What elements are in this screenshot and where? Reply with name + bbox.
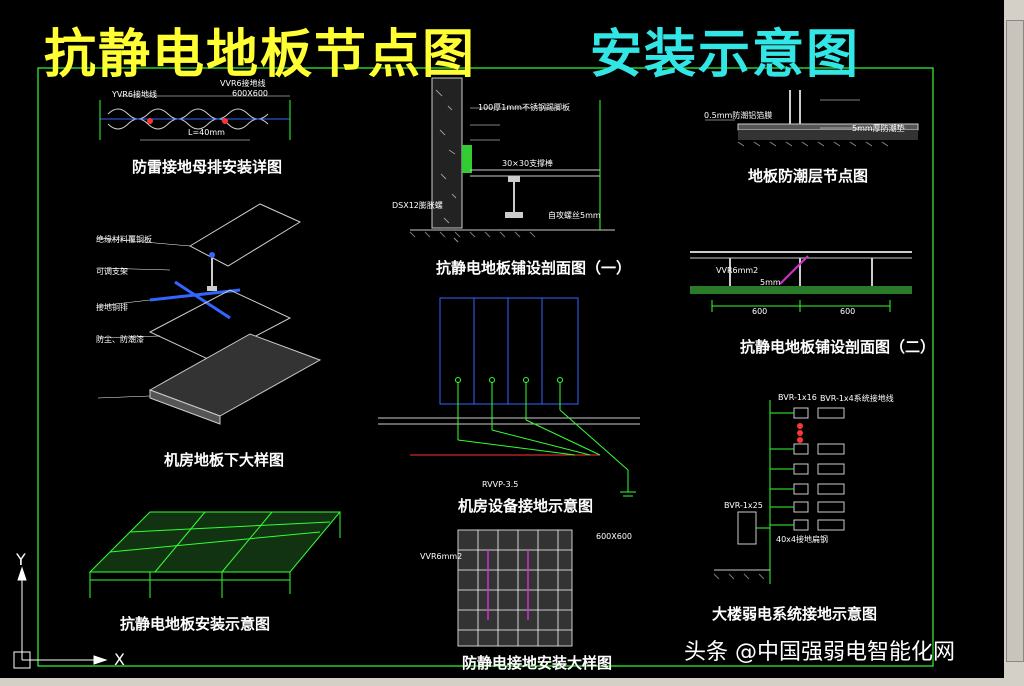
- vertical-scrollbar[interactable]: [1004, 0, 1024, 686]
- label-vvr: VVR6接地线: [220, 79, 266, 88]
- caption-section1: 抗静电地板铺设剖面图（一）: [436, 259, 632, 277]
- axis-x-label: X: [114, 650, 125, 669]
- caption-building-ground: 大楼弱电系统接地示意图: [712, 605, 878, 623]
- label-len: L=40mm: [188, 128, 225, 137]
- section-two-detail: [690, 251, 912, 312]
- label-spec600: 600X600: [232, 89, 269, 98]
- caption-antistatic-ground: 防静电接地安装大样图: [462, 654, 613, 672]
- axis-y-label: Y: [16, 550, 26, 569]
- label-dim600b: 600: [840, 307, 856, 316]
- caption-floor-install: 抗静电地板安装示意图: [120, 615, 271, 633]
- label-dim600a: 600: [752, 307, 768, 316]
- label-dim100: 100厚1mm不锈钢踢脚板: [478, 103, 570, 112]
- label-rvvp: RVVP-3.5: [482, 480, 519, 489]
- under-floor-detail: [97, 203, 322, 425]
- label-spec600b: 600X600: [596, 532, 633, 541]
- section-one-detail: [409, 77, 615, 243]
- horizontal-scrollbar[interactable]: [0, 678, 1004, 686]
- label-hdr-b: 可调支架: [96, 267, 128, 276]
- title-part2: 安装示意图: [590, 24, 861, 85]
- label-mm5b: 5mm: [760, 278, 781, 287]
- scroll-thumb[interactable]: [1006, 20, 1024, 662]
- equipment-ground-detail: [378, 297, 640, 497]
- label-bvr-note: BVR-1x4系统接地线: [820, 394, 894, 403]
- caption-equipment-ground: 机房设备接地示意图: [458, 497, 594, 515]
- caption-moisture: 地板防潮层节点图: [748, 167, 869, 185]
- drawing-frame: [37, 67, 934, 667]
- label-mm05: 0.5mm防潮铝箔膜: [704, 111, 773, 120]
- label-vvr6b: VVR6mm2: [420, 552, 463, 561]
- title-part1: 抗静电地板节点图: [44, 24, 477, 85]
- caption-under-floor: 机房地板下大样图: [164, 451, 285, 469]
- label-bolt: 自攻螺丝5mm: [548, 211, 601, 220]
- building-ground-detail: [713, 400, 845, 584]
- moisture-detail: [705, 90, 919, 147]
- label-hdr-d: 防尘、防潮漆: [96, 335, 144, 344]
- floor-install-detail: [88, 511, 342, 598]
- label-bvr16: BVR-1x16: [778, 393, 817, 402]
- label-hdr-c: 接地铜排: [96, 303, 128, 312]
- caption-busbar: 防雷接地母排安装详图: [132, 158, 283, 176]
- label-hdr-a: 绝缘材料覆铜板: [96, 235, 152, 244]
- antistatic-ground-detail: [457, 529, 573, 647]
- label-vvr6mm2: VVR6mm2: [716, 266, 759, 275]
- watermark: 头条 @中国强弱电智能化网: [684, 640, 955, 665]
- label-dim40: 40x4接地扁钢: [776, 535, 829, 544]
- label-bvr25: BVR-1x25: [724, 501, 763, 510]
- busbar-detail: [99, 95, 291, 141]
- label-mm5: 5mm厚防潮垫: [852, 124, 905, 133]
- label-dim30: 30×30支撑棒: [502, 159, 554, 168]
- caption-section2: 抗静电地板铺设剖面图（二）: [740, 338, 936, 356]
- label-dsx: DSX12膨胀螺: [392, 201, 443, 210]
- label-vvr-ground: YVR6接地线: [112, 90, 158, 99]
- ucs-axis-icon: [13, 566, 108, 669]
